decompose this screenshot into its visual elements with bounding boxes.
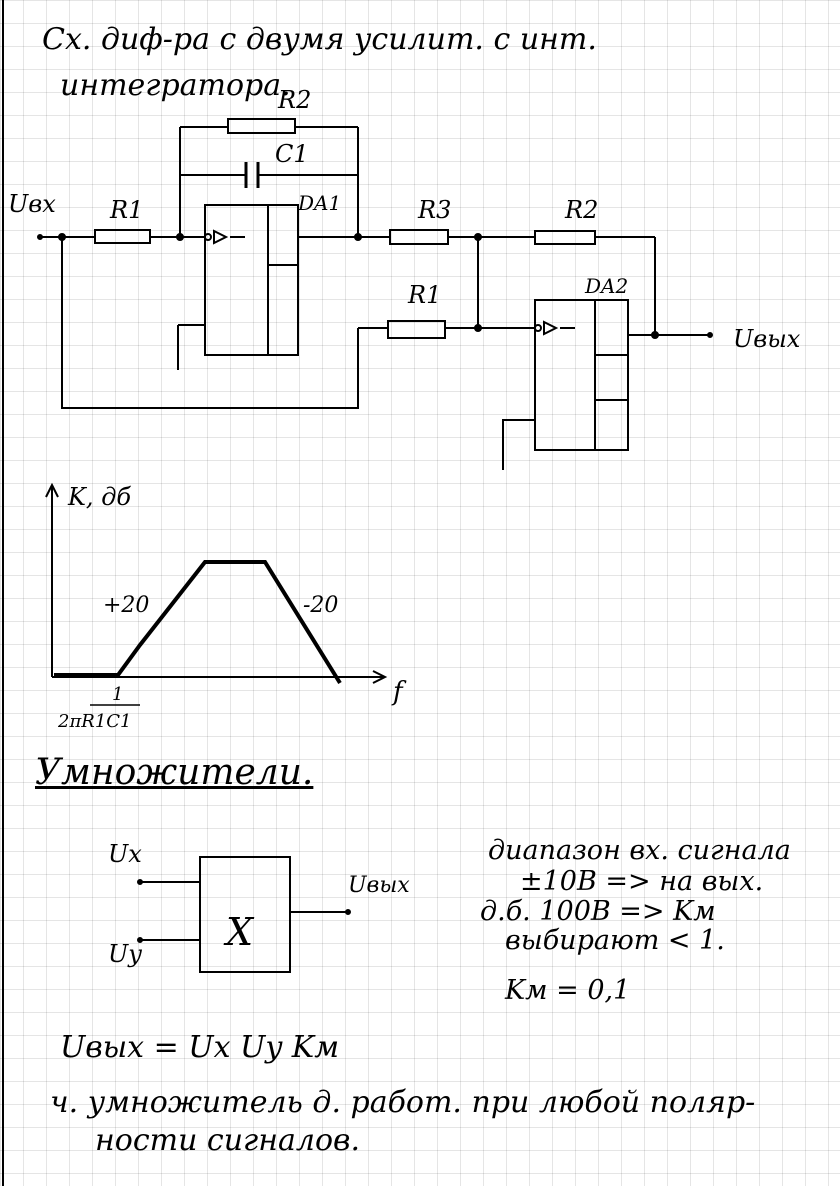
opamp-da1 [204, 204, 299, 356]
margin-line [2, 0, 4, 1186]
note-line-2: ±10В => на вых. [520, 866, 764, 897]
label-c1: C1 [275, 140, 309, 168]
label-da1: DA1 [297, 191, 341, 215]
multiplier-input-x: Ux [108, 840, 142, 868]
label-r2-feedback: R2 [277, 86, 311, 114]
note-line-3: д.б. 100В => Kм [480, 896, 716, 927]
note-line-4: выбирают < 1. [505, 925, 725, 956]
label-r1-input: R1 [109, 196, 143, 224]
conclusion-line-2: ности сигналов. [95, 1123, 361, 1158]
graph-xlabel: f [391, 677, 407, 707]
capacitor-c1 [180, 162, 358, 188]
label-output: Uвых [733, 325, 801, 353]
label-input: Uвх [8, 190, 56, 218]
label-da2: DA2 [584, 274, 628, 298]
resistor-r2-second [534, 230, 596, 245]
note-line-1: диапазон вх. сигнала [488, 835, 791, 866]
ground-da2 [502, 419, 535, 470]
fall-slope-label: -20 [303, 593, 338, 618]
conclusion-line-1: ч. умножитель д. работ. при любой поляр- [50, 1085, 756, 1120]
rise-slope-label: +20 [103, 593, 149, 618]
multiplier-formula: Uвых = Ux Uy Kм [60, 1030, 340, 1065]
multiplier-input-y: Uy [108, 940, 142, 968]
feedback-resistor-r2 [180, 118, 358, 134]
multiplier-output: Uвых [348, 873, 410, 898]
label-r1-second: R1 [407, 281, 441, 309]
opamp-da2 [534, 299, 629, 451]
resistor-r3 [389, 229, 449, 245]
multiplier-symbol: X [223, 910, 255, 954]
title-line-1: Сх. диф-ра с двумя усилит. с инт. [42, 22, 597, 57]
section-heading: Умножители. [35, 752, 314, 793]
corner-numerator: 1 [112, 684, 123, 705]
label-r3: R3 [417, 196, 451, 224]
output-terminal [707, 332, 713, 338]
resistor-r1-second [387, 320, 446, 339]
multiplier-block [199, 856, 291, 973]
label-r2-second: R2 [564, 196, 598, 224]
corner-denominator: 2πR1C1 [57, 711, 132, 732]
input-resistor-r1 [94, 229, 151, 244]
response-curve [54, 560, 342, 685]
km-value: Kм = 0,1 [505, 975, 631, 1006]
graph-ylabel: K, дб [67, 483, 131, 511]
frequency-response-graph [45, 482, 388, 685]
title-line-2: интегратора. [60, 68, 291, 103]
